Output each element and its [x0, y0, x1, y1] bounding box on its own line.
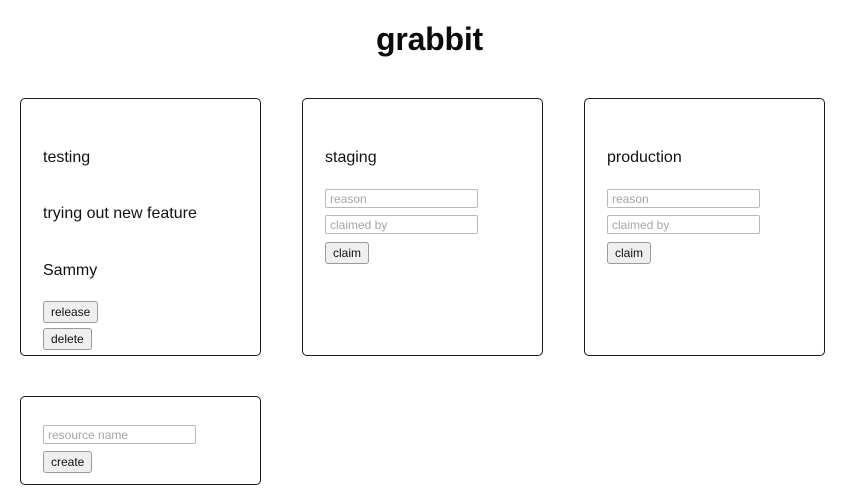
claimed-by-input-production[interactable]	[607, 215, 760, 235]
resource-card-testing: testing trying out new feature Sammy rel…	[20, 98, 261, 356]
create-resource-form: create	[43, 425, 238, 473]
delete-button[interactable]: delete	[43, 328, 92, 351]
claim-form-staging: claim	[325, 189, 520, 265]
reason-input-production[interactable]	[607, 189, 760, 209]
release-button[interactable]: release	[43, 301, 99, 324]
resource-claimed-by-testing: Sammy	[43, 261, 98, 279]
resource-reason-testing: trying out new feature	[43, 205, 197, 223]
create-button-wrap: create	[43, 451, 93, 473]
claim-button-wrap-staging: claim	[325, 242, 370, 265]
resource-card-production: production claim	[584, 98, 825, 356]
resource-name-production: production	[607, 149, 682, 166]
claim-form-production: claim	[607, 189, 802, 265]
resource-card-list: testing trying out new feature Sammy rel…	[20, 98, 825, 356]
resource-actions-testing: release delete	[43, 301, 238, 351]
resource-name-staging: staging	[325, 149, 377, 166]
page-title: grabbit	[375, 21, 484, 57]
claim-button-production[interactable]: claim	[607, 242, 652, 265]
resource-name-testing: testing	[43, 149, 91, 166]
claimed-by-input-staging[interactable]	[325, 215, 478, 235]
create-resource-card: create	[20, 396, 261, 485]
resource-name-input[interactable]	[43, 425, 196, 444]
reason-input-staging[interactable]	[325, 189, 478, 209]
create-button[interactable]: create	[43, 451, 93, 473]
resource-card-staging: staging claim	[302, 98, 543, 356]
claim-button-wrap-production: claim	[607, 242, 652, 265]
claim-button-staging[interactable]: claim	[325, 242, 370, 265]
